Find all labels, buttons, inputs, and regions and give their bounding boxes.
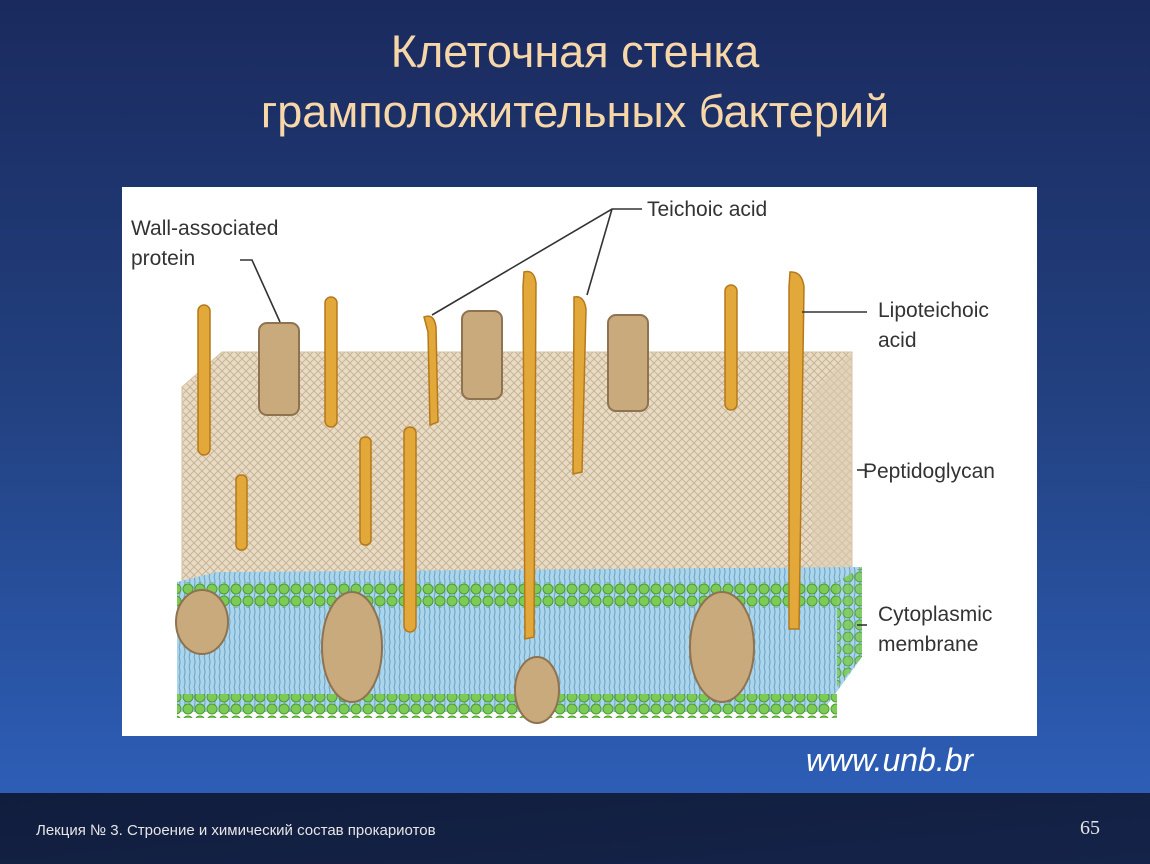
leader-lines: [240, 208, 867, 626]
footer-band: [0, 793, 1150, 864]
footer-lecture-title: Лекция № 3. Строение и химический состав…: [36, 822, 436, 839]
wall-proteins: [175, 310, 755, 724]
label-wall-protein-1: Wall-associated: [131, 217, 278, 240]
source-link[interactable]: www.unb.br: [806, 742, 974, 778]
page-number: 65: [1080, 817, 1100, 839]
label-membrane-1: Cytoplasmic: [878, 603, 992, 626]
label-membrane-2: membrane: [878, 633, 978, 656]
title-line-1: Клеточная стенка: [390, 26, 760, 77]
peptidoglycan-layer: [181, 351, 853, 608]
acid-rods: [197, 270, 805, 640]
label-peptidoglycan: Peptidoglycan: [863, 460, 995, 483]
label-lipoteichoic-2: acid: [878, 329, 917, 352]
label-teichoic-acid: Teichoic acid: [647, 198, 767, 221]
label-wall-protein-2: protein: [131, 247, 195, 270]
cell-wall-diagram: Wall-associated protein Teichoic acid Li…: [122, 187, 1037, 736]
diagram-svg: Wall-associated protein Teichoic acid Li…: [131, 198, 995, 724]
label-lipoteichoic-1: Lipoteichoic: [878, 299, 989, 322]
slide-title: Клеточная стенка грамположительных бакте…: [0, 22, 1150, 142]
title-line-2: грамположительных бактерий: [260, 86, 890, 137]
